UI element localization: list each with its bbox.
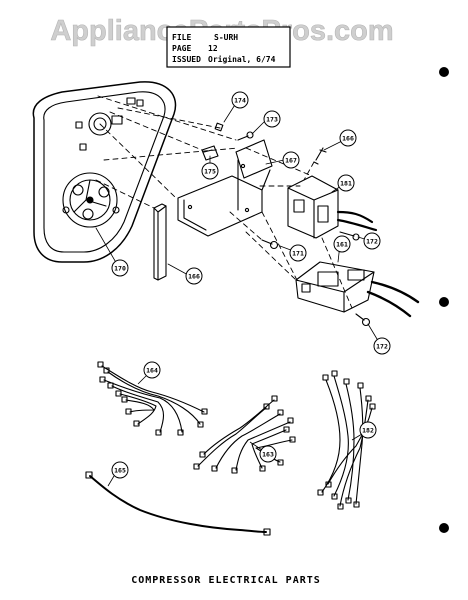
- callout-181: 181: [337, 174, 355, 192]
- callout-label-166: 166: [188, 273, 200, 281]
- screw-170: [313, 147, 327, 165]
- callout-172-upper: 172: [363, 232, 381, 250]
- header-page-label: PAGE: [172, 44, 191, 53]
- header-issued-value: Original, 6/74: [208, 54, 276, 64]
- wire-harness-164: [97, 361, 208, 436]
- screw-171: [261, 239, 279, 250]
- punch-hole-middle: [439, 297, 449, 307]
- screw-173: [237, 131, 254, 141]
- callout-174: 174: [231, 91, 249, 109]
- mounting-clip: [201, 122, 224, 161]
- wire-harness-163: [193, 395, 296, 474]
- callout-label-175: 175: [204, 168, 216, 176]
- callout-label-182: 182: [362, 427, 374, 435]
- callout-167: 167: [282, 151, 300, 169]
- mounting-bracket: [177, 139, 273, 237]
- header-file-label: FILE: [172, 33, 191, 42]
- callout-label-167: 167: [285, 157, 297, 165]
- callout-166-top: 166: [339, 129, 357, 147]
- wire-harness-182: [317, 370, 376, 510]
- punch-hole-bottom: [439, 523, 449, 533]
- diagram-caption: COMPRESSOR ELECTRICAL PARTS: [131, 575, 321, 586]
- callout-173: 173: [263, 110, 281, 128]
- overload-protector: [295, 261, 420, 318]
- callout-label-173: 173: [266, 116, 278, 124]
- callout-172-lower: 172: [373, 337, 391, 355]
- compressor-housing: [32, 81, 177, 263]
- callout-166: 166: [185, 267, 203, 285]
- callout-label-170: 170: [114, 265, 126, 273]
- harness-leaders: [107, 375, 363, 487]
- leader-lines: [95, 99, 381, 345]
- screw-172-lower: [355, 313, 371, 327]
- callout-164: 164: [143, 361, 161, 379]
- callout-label-181: 181: [340, 180, 352, 188]
- callout-label-174: 174: [234, 97, 246, 105]
- callout-label-161: 161: [336, 241, 348, 249]
- callout-label-172-lower: 172: [376, 343, 388, 351]
- header-file-value: S-URH: [214, 33, 238, 42]
- callout-label-163: 163: [262, 451, 274, 459]
- lead-wire-165: [85, 471, 271, 536]
- callout-182: 182: [359, 421, 377, 439]
- callout-161: 161: [333, 235, 351, 253]
- callout-label-166-top: 166: [342, 135, 354, 143]
- callout-label-165: 165: [114, 467, 126, 475]
- insulator-block: [153, 203, 167, 281]
- callout-170: 170: [111, 259, 129, 277]
- callout-label-172-upper: 172: [366, 238, 378, 246]
- callout-label-171: 171: [292, 250, 304, 258]
- relay-component: [287, 175, 378, 239]
- callout-163: 163: [259, 445, 277, 463]
- terminal-block: [62, 172, 120, 228]
- callout-165: 165: [111, 461, 129, 479]
- callout-label-164: 164: [146, 367, 158, 375]
- header-issued-label: ISSUED: [172, 55, 201, 64]
- callout-175: 175: [201, 162, 219, 180]
- alignment-lines: [95, 95, 353, 309]
- header-box: FILE S-URH PAGE 12 ISSUED Original, 6/74: [166, 26, 291, 68]
- header-page-value: 12: [208, 44, 218, 53]
- callout-171: 171: [289, 244, 307, 262]
- punch-hole-top: [439, 67, 449, 77]
